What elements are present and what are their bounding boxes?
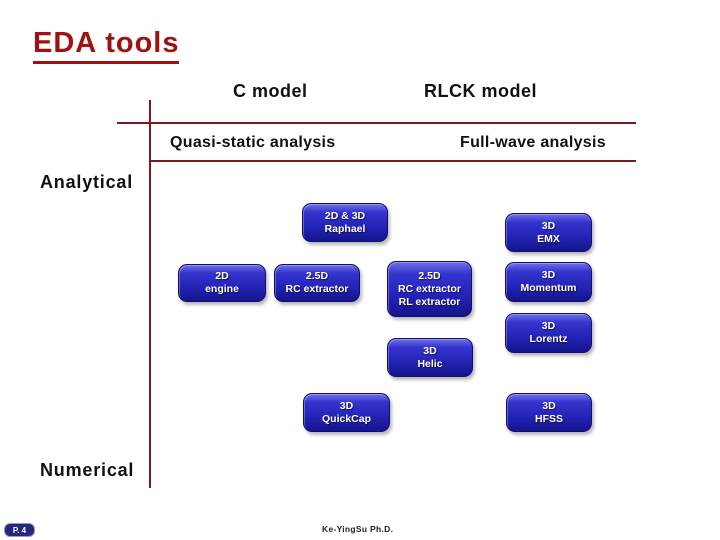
page-number-text: P. 4 xyxy=(12,525,27,535)
tool-box-label: EMX xyxy=(537,232,560,245)
horizontal-line-model-row xyxy=(117,122,636,124)
tool-box-label: 3D xyxy=(423,344,437,357)
tool-box-label: HFSS xyxy=(534,412,563,425)
tool-box-label: RC extractor xyxy=(397,282,462,295)
row-label-numerical: Numerical xyxy=(40,460,135,480)
tool-box-label: RC extractor xyxy=(285,283,349,295)
page-number-badge: P. 4 xyxy=(4,523,35,537)
tool-box-label: Lorentz xyxy=(529,333,568,345)
column-header-full-wave: Full-wave analysis xyxy=(460,134,606,151)
tool-box-raphael: 2D & 3D Raphael xyxy=(302,203,388,242)
tool-box-label: 2.5D xyxy=(305,270,329,282)
tool-box-label: 3D xyxy=(541,269,556,281)
tool-box-25d-rc-extractor: 2.5D RC extractor xyxy=(274,264,360,302)
column-header-rlck-model: RLCK model xyxy=(424,81,537,101)
tool-box-label: 3D xyxy=(541,320,556,332)
footer-credit: Ke-YingSu Ph.D. xyxy=(322,524,394,534)
column-header-c-model: C model xyxy=(233,81,308,101)
tool-box-quickcap: 3D QuickCap xyxy=(303,393,390,432)
tool-box-label: QuickCap xyxy=(321,412,371,425)
tool-box-label: 2D xyxy=(215,270,229,282)
column-header-quasi-static: Quasi-static analysis xyxy=(170,134,336,151)
vertical-axis-line xyxy=(149,100,151,488)
tool-box-label: Raphael xyxy=(324,222,366,235)
tool-box-label: engine xyxy=(205,283,239,295)
tool-box-emx: 3D EMX xyxy=(505,213,592,252)
tool-box-label: Helic xyxy=(417,357,443,370)
tool-box-25d-rc-rl-extractor: 2.5D RC extractor RL extractor xyxy=(387,261,472,317)
tool-box-helic: 3D Helic xyxy=(387,338,473,377)
tool-box-label: Momentum xyxy=(520,282,577,294)
tool-box-label: 3D xyxy=(541,219,556,232)
page-title: EDA tools xyxy=(33,27,180,64)
tool-box-label: 3D xyxy=(339,399,354,412)
tool-box-label: 3D xyxy=(542,399,556,412)
tool-box-lorentz: 3D Lorentz xyxy=(505,313,592,353)
tool-box-label: 2.5D xyxy=(418,269,441,282)
horizontal-line-analysis-row xyxy=(150,160,636,162)
page-title-text: EDA tools xyxy=(33,27,180,64)
tool-box-hfss: 3D HFSS xyxy=(506,393,592,432)
row-label-analytical: Analytical xyxy=(40,172,134,192)
tool-box-label: RL extractor xyxy=(398,295,461,308)
tool-box-2d-engine: 2D engine xyxy=(178,264,266,302)
tool-box-label: 2D & 3D xyxy=(324,209,366,222)
tool-box-momentum: 3D Momentum xyxy=(505,262,592,302)
